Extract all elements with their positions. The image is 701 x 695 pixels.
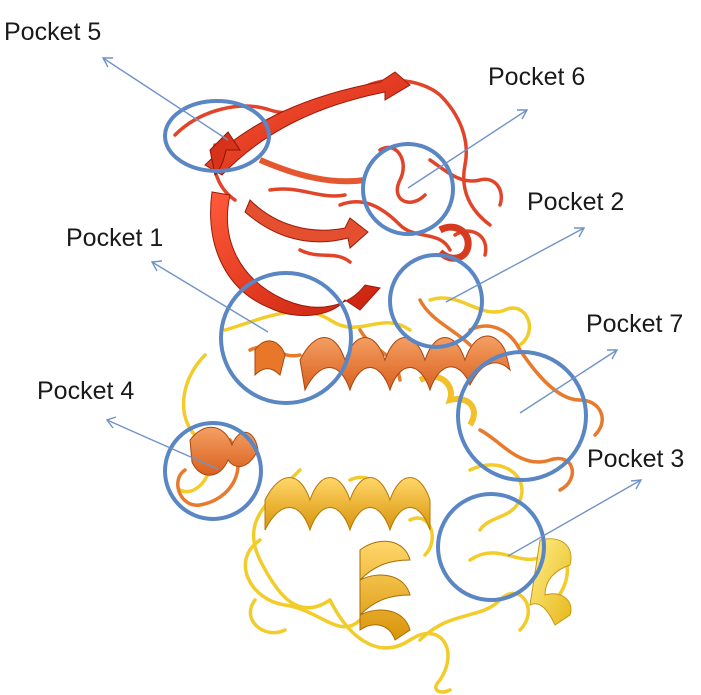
pocket-3-arrow	[507, 479, 642, 557]
pocket-7-ring	[456, 350, 588, 482]
gold-helix-lower	[264, 373, 572, 641]
pocket-6-arrow	[407, 109, 528, 189]
orange-coil-region	[176, 298, 604, 507]
pocket-2-marker: Pocket 2	[388, 188, 624, 349]
protein-ribbon-structure	[173, 71, 604, 694]
pocket-1-label: Pocket 1	[66, 224, 163, 252]
pocket-5-ring	[163, 99, 271, 173]
pocket-1-ring	[219, 271, 353, 405]
pocket-4-label: Pocket 4	[37, 377, 134, 405]
pocket-2-ring	[388, 253, 484, 349]
pocket-6-label: Pocket 6	[488, 63, 585, 91]
pocket-6-ring	[361, 142, 455, 236]
pocket-7-arrow	[519, 349, 618, 414]
pocket-4-arrow	[106, 419, 219, 470]
pocket-3-marker: Pocket 3	[436, 445, 684, 602]
red-beta-sheet	[204, 71, 472, 317]
pocket-6-marker: Pocket 6	[361, 63, 585, 236]
pocket-7-label: Pocket 7	[586, 310, 683, 338]
pocket-1-arrow	[151, 261, 269, 333]
pocket-5-marker: Pocket 5	[4, 18, 271, 173]
pocket-4-marker: Pocket 4	[37, 377, 263, 521]
pocket-3-label: Pocket 3	[587, 445, 684, 473]
pocket-2-label: Pocket 2	[527, 188, 624, 216]
pocket-5-arrow	[102, 57, 229, 141]
pocket-1-marker: Pocket 1	[66, 224, 353, 405]
pocket-3-ring	[436, 492, 546, 602]
pocket-2-arrow	[445, 227, 585, 303]
pocket-annotations: Pocket 5 Pocket 6 Pocket 2 Pocket 1	[4, 18, 684, 602]
pocket-5-label: Pocket 5	[4, 18, 101, 46]
pocket-7-marker: Pocket 7	[456, 310, 683, 482]
orange-helix-middle	[189, 335, 511, 476]
pocket-4-ring	[163, 421, 263, 521]
